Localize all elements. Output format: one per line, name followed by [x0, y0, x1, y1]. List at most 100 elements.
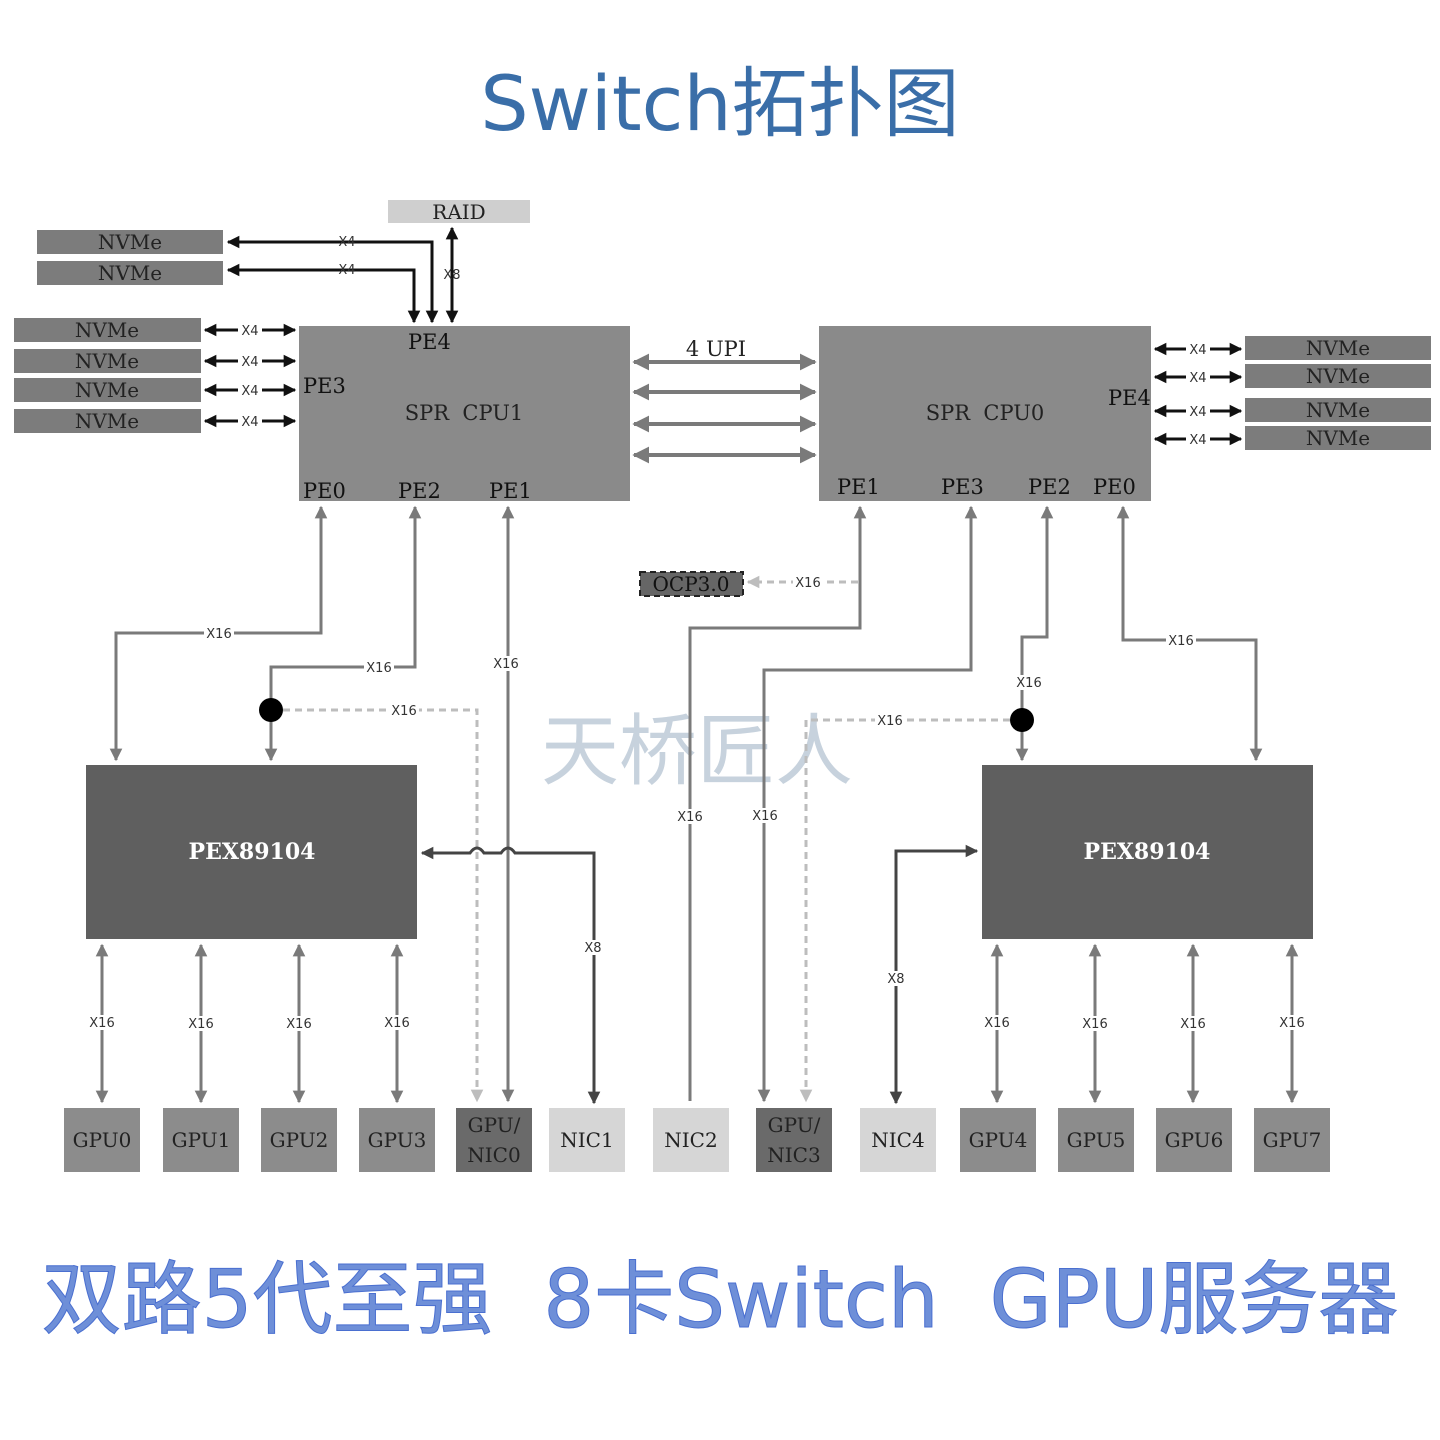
nic-label: NIC4: [871, 1128, 924, 1152]
upi-label: 4 UPI: [686, 337, 746, 361]
link-label: X16: [877, 714, 902, 729]
link-label: X16: [384, 1016, 409, 1031]
nic4-switch-link: [889, 844, 979, 1105]
nvme-box: [14, 349, 201, 373]
link-label: X16: [1180, 1017, 1205, 1032]
nvme-label: NVMe: [75, 409, 139, 433]
nvme-box: [37, 230, 223, 254]
gpu-label: GPU7: [1263, 1128, 1322, 1152]
nvme-box: [1245, 426, 1431, 450]
link-label: X16: [752, 809, 777, 824]
nvme-label: NVMe: [1306, 398, 1370, 422]
nvme-link-label: X4: [1189, 433, 1206, 448]
nvme-link-label: X4: [1189, 405, 1206, 420]
cpu0-port-pe1: PE1: [837, 475, 880, 499]
switch-right: [982, 765, 1313, 939]
slot-label-line1: GPU/: [468, 1113, 521, 1137]
ocp-link-label: X16: [795, 576, 820, 591]
slot-label-line1: GPU/: [768, 1113, 821, 1137]
cpu0-port-pe4: PE4: [1108, 386, 1151, 410]
cpu1-nvme-left: NVMe NVMe NVMe NVMe X4 X4 X4 X4: [14, 318, 297, 433]
cpu1-label: SPR CPU1: [405, 401, 524, 425]
link-label: X16: [286, 1017, 311, 1032]
nvme-link-label: X4: [241, 384, 258, 399]
gpu-slot: GPU4: [960, 1108, 1036, 1172]
switch-right-label: PEX89104: [1084, 839, 1211, 865]
cpu1-port-pe0: PE0: [303, 479, 346, 503]
page-subtitle: 双路5代至强 8卡Switch GPU服务器: [42, 1253, 1399, 1346]
link-label: X16: [1016, 676, 1041, 691]
raid-link-label: X8: [443, 268, 460, 283]
nvme-link-label: X4: [1189, 371, 1206, 386]
gpu-slot: GPU0: [64, 1108, 140, 1172]
gpu-links-right: [990, 943, 1299, 1104]
nvme-top-links: [226, 235, 439, 324]
nvme-link-label: X4: [241, 324, 258, 339]
link-label: X16: [493, 657, 518, 672]
link-label: X16: [391, 704, 416, 719]
slot-label-line2: NIC3: [767, 1143, 820, 1167]
gpu-slot: GPU2: [261, 1108, 337, 1172]
cpu0-label: SPR CPU0: [926, 401, 1045, 425]
cpu1-port-pe2: PE2: [398, 479, 441, 503]
link-label: X8: [887, 972, 904, 987]
link-label: X16: [188, 1017, 213, 1032]
gpu-label: GPU0: [73, 1128, 132, 1152]
gpu-slot: GPU1: [163, 1108, 239, 1172]
nvme-box: [14, 409, 201, 433]
nvme-box: [14, 318, 201, 342]
gpu-label: GPU5: [1067, 1128, 1126, 1152]
link-label: X16: [1279, 1016, 1304, 1031]
switch-left-label: PEX89104: [189, 839, 316, 865]
cpu1-block: [299, 326, 630, 501]
mux-dot: [1010, 708, 1034, 732]
gpu-slot: GPU3: [359, 1108, 435, 1172]
nvme-label: NVMe: [1306, 364, 1370, 388]
link-label: X16: [1168, 634, 1193, 649]
nvme-link-label: X4: [338, 263, 355, 278]
nvme-box: [1245, 364, 1431, 388]
link-label: X16: [89, 1016, 114, 1031]
gpu-slot: GPU6: [1156, 1108, 1232, 1172]
cpu0-pe2-dashed-link: [799, 718, 1022, 1103]
ocp-label: OCP3.0: [653, 572, 730, 596]
nvme-link-label: X4: [338, 235, 355, 250]
raid-box: [388, 200, 530, 223]
nvme-label: NVMe: [75, 349, 139, 373]
nvme-box: [37, 261, 223, 285]
nic-slot: NIC1: [549, 1108, 625, 1172]
nvme-box: [14, 378, 201, 402]
link-label: X8: [584, 941, 601, 956]
gpu-label: GPU3: [368, 1128, 427, 1152]
raid-label: RAID: [432, 200, 485, 224]
nvme-label: NVMe: [75, 378, 139, 402]
link-label: X16: [206, 627, 231, 642]
cpu0-nvme-right: NVMe NVMe NVMe NVMe X4 X4 X4 X4: [1153, 336, 1431, 450]
ocp-box: [639, 571, 744, 597]
nic-label: NIC1: [560, 1128, 613, 1152]
nvme-box: [1245, 336, 1431, 360]
mux-dot: [259, 698, 283, 722]
page-title: Switch拓扑图: [480, 59, 959, 148]
nvme-link-label: X4: [1189, 343, 1206, 358]
gpu-links-left: [95, 943, 404, 1104]
link-label: X16: [677, 810, 702, 825]
gpu-label: GPU1: [172, 1128, 231, 1152]
slot-label-line2: NIC0: [467, 1143, 520, 1167]
nvme-label: NVMe: [98, 230, 162, 254]
cpu0-port-pe3: PE3: [941, 475, 984, 499]
gpu-slot: GPU7: [1254, 1108, 1330, 1172]
nic-label: NIC2: [664, 1128, 717, 1152]
link-label: X16: [984, 1016, 1009, 1031]
cpu0-port-pe0: PE0: [1093, 475, 1136, 499]
link-label: X16: [366, 661, 391, 676]
nic-slot: NIC2: [653, 1108, 729, 1172]
gpu-slot: GPU5: [1058, 1108, 1134, 1172]
cpu1-port-pe1: PE1: [489, 479, 532, 503]
nvme-link-label: X4: [241, 415, 258, 430]
nic-slot: NIC4: [860, 1108, 936, 1172]
nvme-label: NVMe: [1306, 426, 1370, 450]
cpu0-port-pe2: PE2: [1028, 475, 1071, 499]
nvme-label: NVMe: [98, 261, 162, 285]
gpu-label: GPU4: [969, 1128, 1028, 1152]
